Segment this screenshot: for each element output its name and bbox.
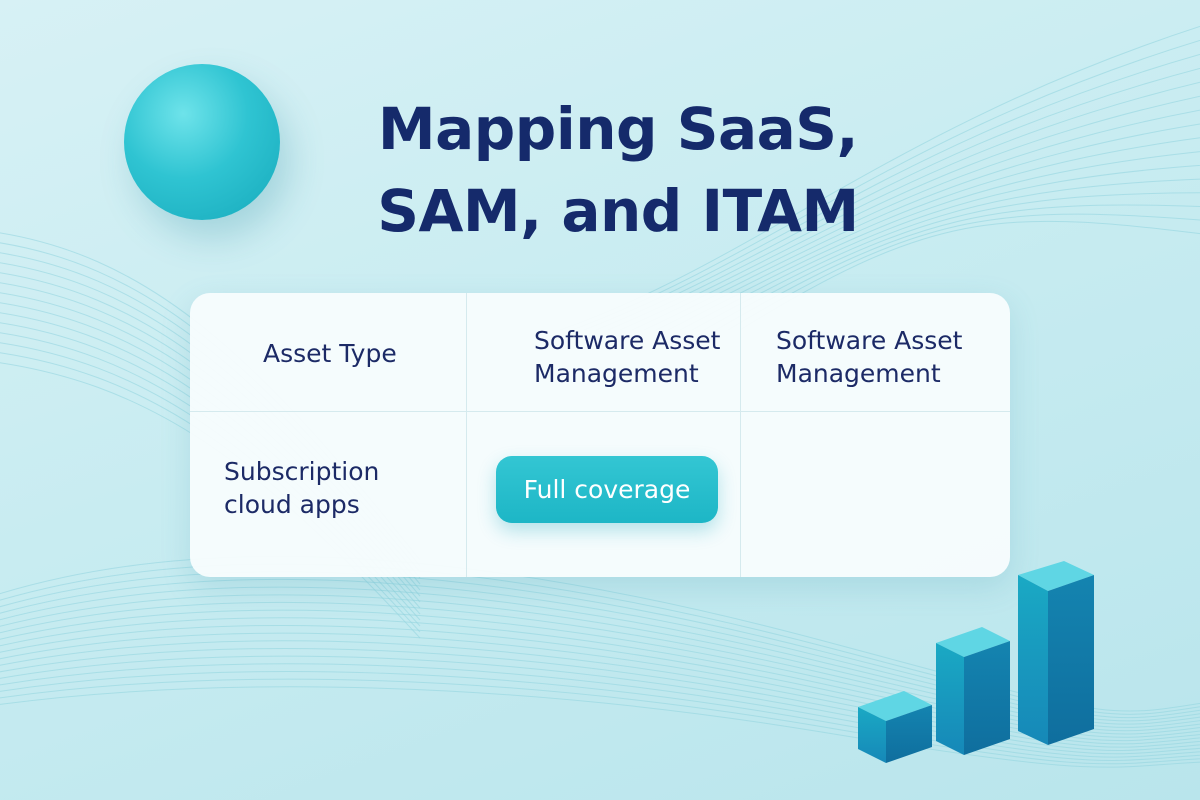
header-third-column: Software Asset Management bbox=[776, 324, 963, 390]
bar-medium bbox=[936, 627, 1010, 755]
wave-line bbox=[643, 123, 1200, 331]
cell-text: Subscription bbox=[224, 457, 380, 486]
row-divider bbox=[190, 411, 1010, 412]
header-label: Asset Type bbox=[263, 339, 397, 368]
bar-tall bbox=[1018, 561, 1094, 745]
title-line-2: SAM, and ITAM bbox=[377, 177, 859, 245]
bar-chart-icon bbox=[858, 561, 1094, 763]
header-label: Software Asset bbox=[776, 326, 963, 355]
wave-line bbox=[739, 220, 1200, 331]
wave-line bbox=[0, 594, 1200, 728]
wave-line bbox=[0, 663, 1200, 758]
wave-line bbox=[0, 686, 1200, 768]
wave-line bbox=[703, 192, 1200, 331]
wave-line bbox=[715, 204, 1200, 331]
wave-line bbox=[0, 578, 1200, 722]
wave-line bbox=[0, 571, 1200, 719]
wave-line bbox=[727, 213, 1200, 331]
bar-small bbox=[858, 691, 932, 763]
header-asset-type: Asset Type bbox=[263, 337, 397, 370]
wave-line bbox=[679, 164, 1200, 331]
wave-line bbox=[0, 586, 1200, 725]
wave-line bbox=[0, 632, 1200, 745]
column-divider bbox=[740, 293, 741, 577]
row-asset-type: Subscription cloud apps bbox=[224, 455, 379, 521]
wave-line bbox=[655, 137, 1200, 331]
wave-line bbox=[0, 609, 1200, 735]
wave-line bbox=[0, 601, 1200, 732]
page-title: Mapping SaaS, SAM, and ITAM bbox=[300, 88, 936, 252]
header-label: Management bbox=[534, 359, 699, 388]
wave-line bbox=[0, 678, 1200, 765]
comparison-table: Asset Type Software Asset Management Sof… bbox=[190, 293, 1010, 577]
wave-line bbox=[0, 671, 1200, 761]
wave-line bbox=[0, 624, 1200, 742]
header-label: Software Asset bbox=[534, 326, 721, 355]
wave-line bbox=[667, 151, 1200, 331]
header-label: Management bbox=[776, 359, 941, 388]
column-divider bbox=[466, 293, 467, 577]
wave-line bbox=[0, 655, 1200, 755]
title-line-1: Mapping SaaS, bbox=[377, 95, 859, 163]
wave-line bbox=[631, 109, 1200, 331]
wave-line bbox=[691, 178, 1200, 331]
wave-line bbox=[619, 95, 1200, 331]
wave-line bbox=[0, 640, 1200, 748]
coverage-badge: Full coverage bbox=[496, 456, 718, 523]
wave-line bbox=[0, 647, 1200, 751]
header-sam: Software Asset Management bbox=[534, 324, 721, 390]
cell-text: cloud apps bbox=[224, 490, 360, 519]
wave-line bbox=[0, 617, 1200, 738]
decorative-sphere bbox=[124, 64, 280, 220]
